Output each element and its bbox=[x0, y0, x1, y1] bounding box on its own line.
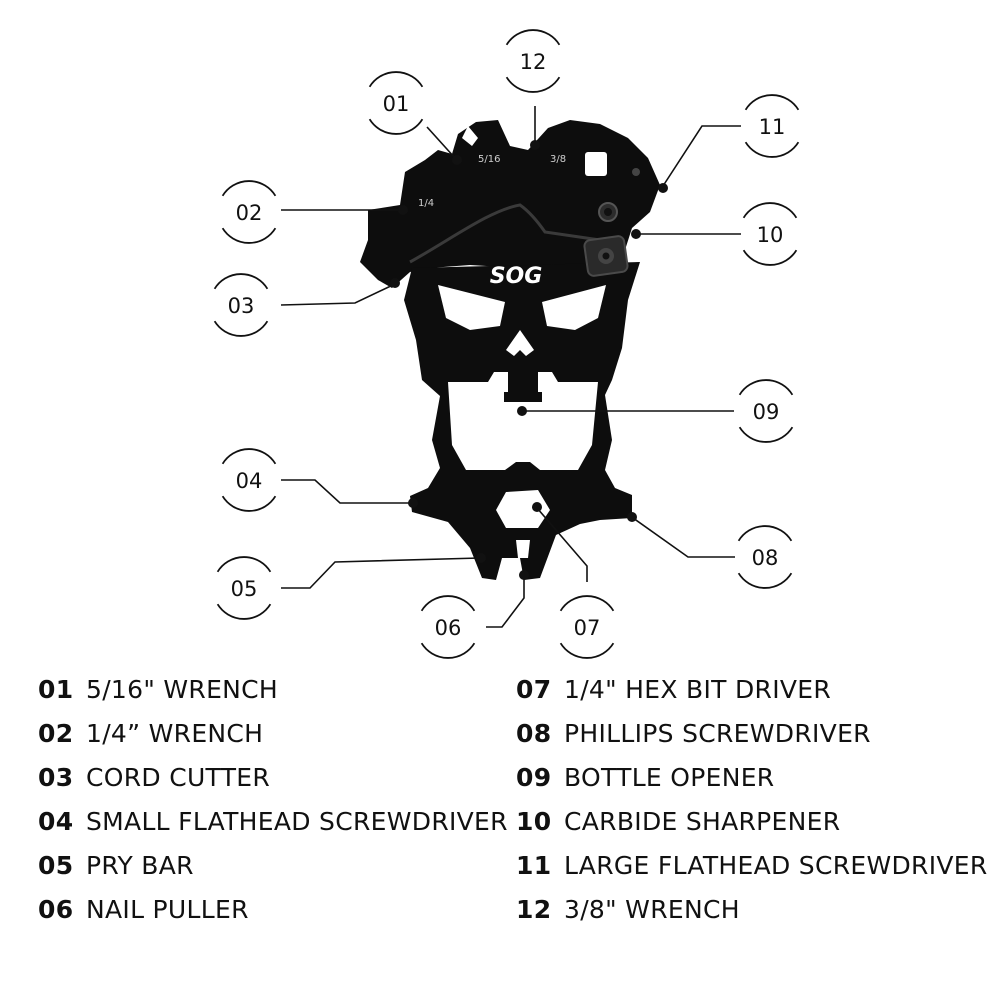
callout-ring bbox=[221, 180, 277, 244]
legend-item-10: 10 CARBIDE SHARPENER bbox=[516, 800, 988, 844]
mark-1-4: 1/4 bbox=[418, 198, 434, 209]
legend-item-09: 09 BOTTLE OPENER bbox=[516, 756, 988, 800]
left-eye bbox=[438, 285, 505, 330]
callout-10: 10 bbox=[742, 202, 798, 266]
callout-ring bbox=[213, 273, 269, 337]
beret-ridge bbox=[409, 203, 601, 264]
legend-label: PHILLIPS SCREWDRIVER bbox=[564, 719, 871, 748]
legend-num: 01 bbox=[38, 675, 74, 704]
callout-ring bbox=[216, 556, 272, 620]
callout-ring bbox=[742, 202, 798, 266]
legend-label: 1/4” WRENCH bbox=[86, 719, 264, 748]
legend-item-06: 06 NAIL PULLER bbox=[38, 888, 508, 932]
legend-num: 05 bbox=[38, 851, 74, 880]
callout-number: 12 bbox=[520, 50, 547, 74]
legend-num: 11 bbox=[516, 851, 552, 880]
callout-ring bbox=[738, 379, 794, 443]
mark-3-8: 3/8 bbox=[550, 154, 566, 165]
legend-label: 3/8" WRENCH bbox=[564, 895, 740, 924]
legend-num: 10 bbox=[516, 807, 552, 836]
callout-ring bbox=[221, 448, 277, 512]
legend-item-01: 01 5/16" WRENCH bbox=[38, 668, 508, 712]
legend-item-12: 12 3/8" WRENCH bbox=[516, 888, 988, 932]
legend-item-11: 11 LARGE FLATHEAD SCREWDRIVER bbox=[516, 844, 988, 888]
mark-5-16: 5/16 bbox=[478, 154, 500, 165]
legend-label: 1/4" HEX BIT DRIVER bbox=[564, 675, 832, 704]
callout-02: 02 bbox=[221, 180, 277, 244]
callout-08: 08 bbox=[737, 525, 793, 589]
legend-left-column: 01 5/16" WRENCH 02 1/4” WRENCH 03 CORD CUTT… bbox=[38, 668, 508, 932]
nose-cutout bbox=[506, 330, 534, 356]
legend-num: 12 bbox=[516, 895, 552, 924]
callout-ring bbox=[505, 29, 561, 93]
callout-ring bbox=[420, 595, 476, 659]
right-eye bbox=[542, 285, 606, 330]
callout-number: 05 bbox=[231, 577, 258, 601]
callout-number: 10 bbox=[757, 223, 784, 247]
callout-number: 03 bbox=[228, 294, 255, 318]
legend-num: 07 bbox=[516, 675, 552, 704]
legend-num: 06 bbox=[38, 895, 74, 924]
wrench-notch-5-16 bbox=[462, 126, 478, 146]
legend-label: LARGE FLATHEAD SCREWDRIVER bbox=[564, 851, 988, 880]
callout-ring bbox=[737, 525, 793, 589]
callout-ring bbox=[368, 71, 424, 135]
legend-item-04: 04 SMALL FLATHEAD SCREWDRIVER bbox=[38, 800, 508, 844]
legend-num: 03 bbox=[38, 763, 74, 792]
callout-09: 09 bbox=[738, 379, 794, 443]
nail-puller-slot bbox=[516, 540, 530, 558]
leader-dots bbox=[390, 140, 668, 580]
legend-label: SMALL FLATHEAD SCREWDRIVER bbox=[86, 807, 508, 836]
legend-right-column: 07 1/4" HEX BIT DRIVER 08 PHILLIPS SCREWDR… bbox=[516, 668, 988, 932]
legend-label: 5/16" WRENCH bbox=[86, 675, 279, 704]
callout-circles: 01 02 03 04 05 06 07 08 09 10 11 12 bbox=[213, 29, 800, 659]
callout-03: 03 bbox=[213, 273, 269, 337]
legend-num: 08 bbox=[516, 719, 552, 748]
legend-label: CORD CUTTER bbox=[86, 763, 271, 792]
multitool-diagram: 5/16 3/8 1/4 SOG 01 02 03 04 05 06 07 08 09 10 11 bbox=[213, 29, 800, 659]
callout-05: 05 bbox=[216, 556, 272, 620]
callout-number: 04 bbox=[236, 469, 263, 493]
callout-07: 07 bbox=[559, 595, 615, 659]
legend-label: BOTTLE OPENER bbox=[564, 763, 775, 792]
callout-ring bbox=[559, 595, 615, 659]
callout-number: 06 bbox=[435, 616, 462, 640]
hex-bit-hole bbox=[496, 490, 550, 528]
legend-item-05: 05 PRY BAR bbox=[38, 844, 508, 888]
leader-lines bbox=[280, 106, 741, 628]
legend-item-03: 03 CORD CUTTER bbox=[38, 756, 508, 800]
legend-item-08: 08 PHILLIPS SCREWDRIVER bbox=[516, 712, 988, 756]
bottle-opener-cutout bbox=[448, 372, 598, 470]
callout-11: 11 bbox=[744, 94, 800, 158]
legend-num: 04 bbox=[38, 807, 74, 836]
callout-number: 11 bbox=[759, 115, 786, 139]
callout-06: 06 bbox=[420, 595, 476, 659]
legend-item-07: 07 1/4" HEX BIT DRIVER bbox=[516, 668, 988, 712]
callout-number: 02 bbox=[236, 201, 263, 225]
callout-ring bbox=[744, 94, 800, 158]
callout-12: 12 bbox=[505, 29, 561, 93]
legend-label: PRY BAR bbox=[86, 851, 194, 880]
callout-number: 01 bbox=[383, 92, 410, 116]
callout-number: 07 bbox=[574, 616, 601, 640]
callout-number: 09 bbox=[753, 400, 780, 424]
skull-multitool: 5/16 3/8 1/4 SOG bbox=[360, 120, 660, 580]
callout-01: 01 bbox=[368, 71, 424, 135]
callout-04: 04 bbox=[221, 448, 277, 512]
legend-label: CARBIDE SHARPENER bbox=[564, 807, 841, 836]
callout-number: 08 bbox=[752, 546, 779, 570]
legend-label: NAIL PULLER bbox=[86, 895, 249, 924]
legend-item-02: 02 1/4” WRENCH bbox=[38, 712, 508, 756]
legend-num: 02 bbox=[38, 719, 74, 748]
legend-num: 09 bbox=[516, 763, 552, 792]
brand-logo: SOG bbox=[490, 264, 543, 289]
